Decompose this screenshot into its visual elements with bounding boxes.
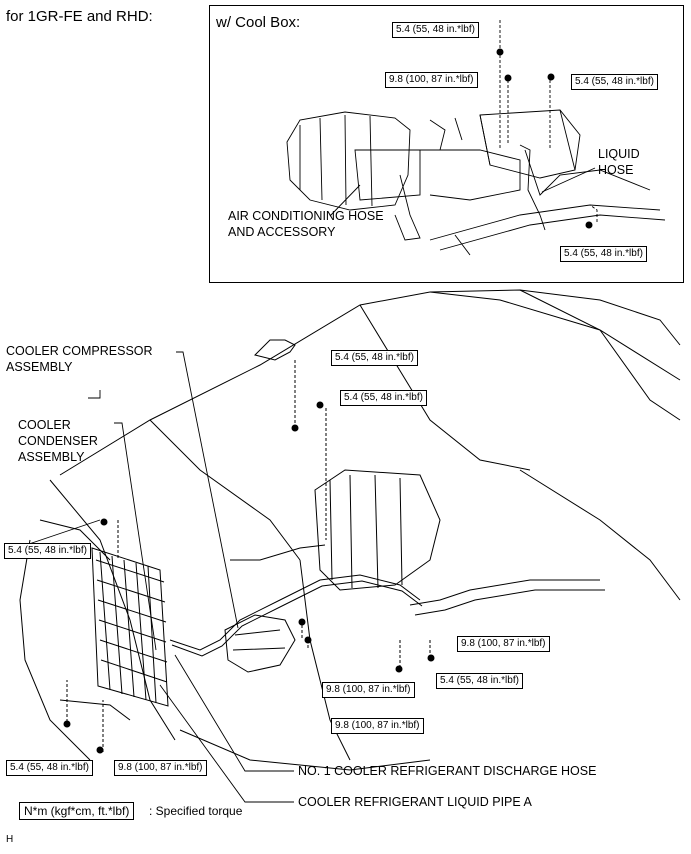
- fastener-icons: [63, 48, 593, 754]
- legend-description: : Specified torque: [149, 804, 243, 818]
- torque-label: 5.4 (55, 48 in.*lbf): [436, 673, 523, 689]
- torque-label: 9.8 (100, 87 in.*lbf): [457, 636, 550, 652]
- torque-label: 9.8 (100, 87 in.*lbf): [331, 718, 424, 734]
- part-label-liquid-pipe: COOLER REFRIGERANT LIQUID PIPE A: [298, 795, 532, 809]
- legend-unit-box: N*m (kgf*cm, ft.*lbf): [19, 802, 135, 820]
- torque-label: 9.8 (100, 87 in.*lbf): [385, 72, 478, 88]
- torque-label: 5.4 (55, 48 in.*lbf): [4, 543, 91, 559]
- torque-label: 9.8 (100, 87 in.*lbf): [322, 682, 415, 698]
- part-label-compressor: COOLER COMPRESSOR ASSEMBLY: [6, 344, 153, 374]
- torque-label: 9.8 (100, 87 in.*lbf): [114, 760, 207, 776]
- footer-code: H: [6, 834, 14, 845]
- inset-title: w/ Cool Box:: [216, 14, 301, 31]
- torque-label: 5.4 (55, 48 in.*lbf): [392, 22, 479, 38]
- torque-label: 5.4 (55, 48 in.*lbf): [6, 760, 93, 776]
- leader-lines: [25, 167, 596, 803]
- torque-label: 5.4 (55, 48 in.*lbf): [560, 246, 647, 262]
- inset-illustration: [286, 20, 666, 256]
- part-label-condenser: COOLER CONDENSER ASSEMBLY: [18, 418, 98, 464]
- part-label-ac-hose: AIR CONDITIONING HOSE AND ACCESSORY: [228, 209, 384, 239]
- torque-label: 5.4 (55, 48 in.*lbf): [340, 390, 427, 406]
- torque-label: 5.4 (55, 48 in.*lbf): [571, 74, 658, 90]
- part-label-liquid-hose: LIQUID HOSE: [598, 147, 640, 177]
- cool-box-inset: [209, 5, 684, 283]
- main-illustration: [19, 289, 681, 771]
- page-heading: for 1GR-FE and RHD:: [6, 8, 153, 25]
- torque-label: 5.4 (55, 48 in.*lbf): [331, 350, 418, 366]
- part-label-discharge-hose: NO. 1 COOLER REFRIGERANT DISCHARGE HOSE: [298, 764, 597, 778]
